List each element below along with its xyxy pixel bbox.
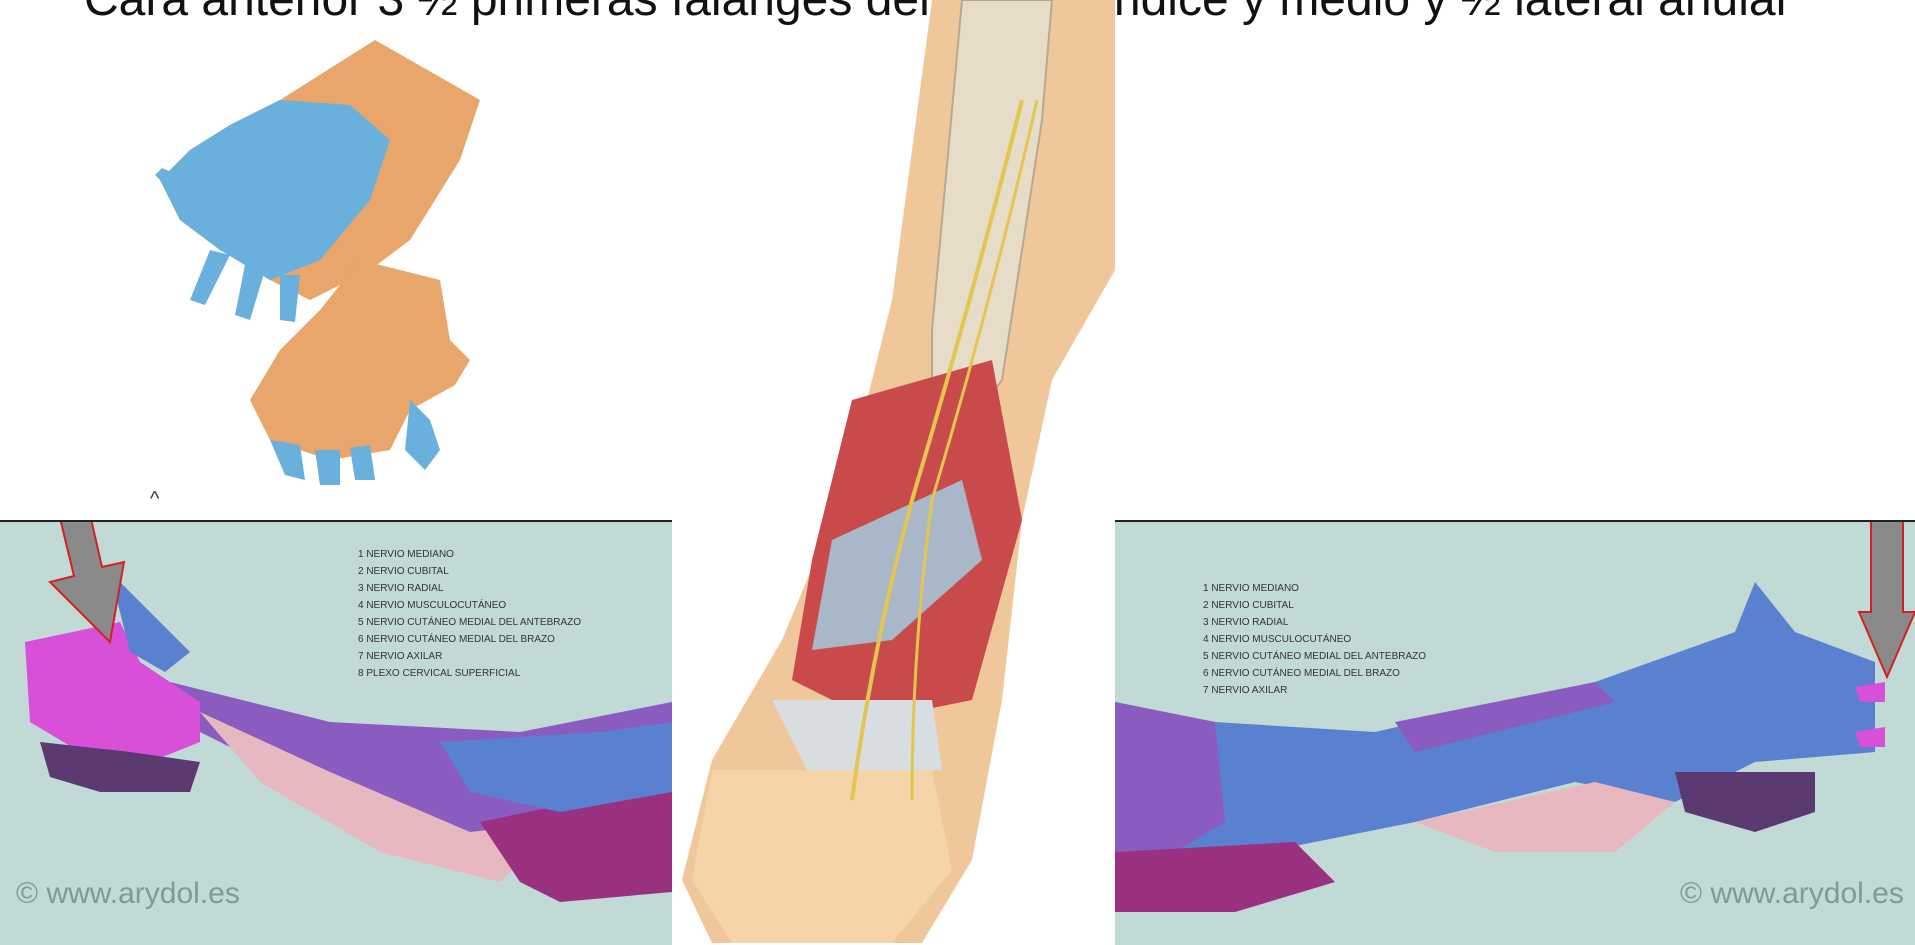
legend-right: 1 NERVIO MEDIANO 2 NERVIO CUBITAL 3 NERV…: [1203, 580, 1426, 699]
legend-left: 1 NERVIO MEDIANO 2 NERVIO CUBITAL 3 NERV…: [358, 546, 581, 682]
arm-anatomy-illustration: [672, 0, 1115, 943]
hand-dermatome-illustration: [150, 30, 570, 510]
legend-item: 4 NERVIO MUSCULOCUTÁNEO: [358, 597, 581, 614]
legend-item: 3 NERVIO RADIAL: [358, 580, 581, 597]
down-arrow-icon: [1853, 520, 1915, 682]
legend-item: 4 NERVIO MUSCULOCUTÁNEO: [1203, 631, 1426, 648]
copyright-left: © www.arydol.es: [16, 877, 240, 911]
legend-item: 2 NERVIO CUBITAL: [1203, 597, 1426, 614]
right-dermatome-panel: 1 NERVIO MEDIANO 2 NERVIO CUBITAL 3 NERV…: [1115, 520, 1915, 945]
legend-item: 5 NERVIO CUTÁNEO MEDIAL DEL ANTEBRAZO: [358, 614, 581, 631]
down-arrow-icon: [22, 520, 132, 652]
legend-item: 3 NERVIO RADIAL: [1203, 614, 1426, 631]
legend-item: 8 PLEXO CERVICAL SUPERFICIAL: [358, 665, 581, 682]
legend-item: 6 NERVIO CUTÁNEO MEDIAL DEL BRAZO: [1203, 665, 1426, 682]
legend-item: 5 NERVIO CUTÁNEO MEDIAL DEL ANTEBRAZO: [1203, 648, 1426, 665]
legend-item: 7 NERVIO AXILAR: [1203, 682, 1426, 699]
left-dermatome-panel: 1 NERVIO MEDIANO 2 NERVIO CUBITAL 3 NERV…: [0, 520, 672, 945]
legend-item: 1 NERVIO MEDIANO: [1203, 580, 1426, 597]
legend-item: 6 NERVIO CUTÁNEO MEDIAL DEL BRAZO: [358, 631, 581, 648]
legend-item: 7 NERVIO AXILAR: [358, 648, 581, 665]
legend-item: 2 NERVIO CUBITAL: [358, 563, 581, 580]
copyright-right: © www.arydol.es: [1680, 877, 1904, 911]
legend-item: 1 NERVIO MEDIANO: [358, 546, 581, 563]
